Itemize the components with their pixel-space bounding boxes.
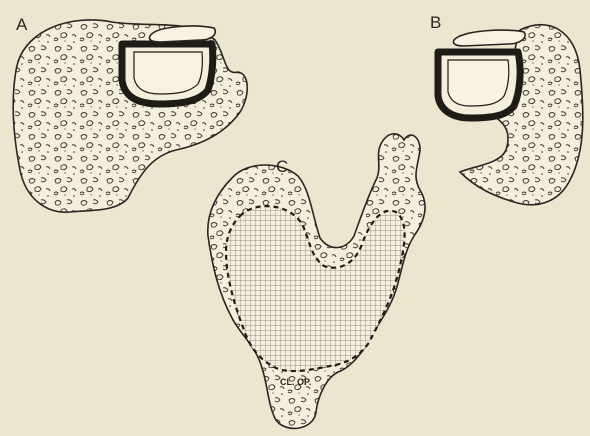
panel-c-label: C — [276, 157, 288, 176]
panel-b-cap — [453, 30, 525, 46]
panel-a: A — [13, 15, 247, 212]
panel-b: B — [430, 13, 583, 205]
panel-b-label: B — [430, 13, 441, 32]
panel-c: C CL. OP. — [208, 134, 425, 429]
panel-a-label: A — [16, 15, 28, 34]
panel-c-region-label: CL. OP. — [280, 377, 311, 387]
